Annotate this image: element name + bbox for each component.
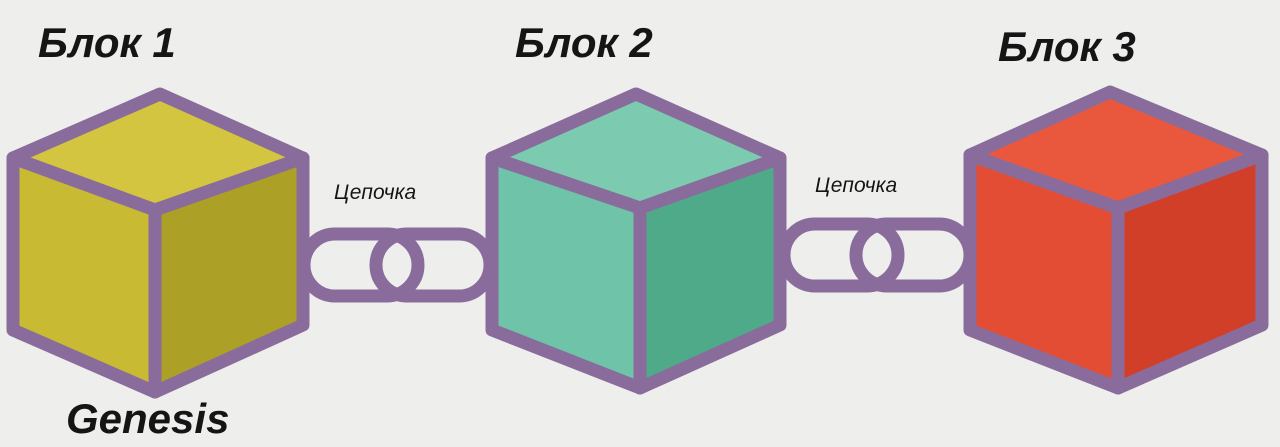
block-1-cube	[6, 87, 310, 399]
block-2-cube	[485, 87, 787, 395]
chain-link-2-right-ring	[849, 217, 977, 293]
chain-link-1-left-ring	[297, 227, 425, 303]
block-3-cube	[963, 85, 1269, 395]
chain-link-1	[297, 227, 497, 303]
block-3-title: Блок 3	[998, 23, 1136, 70]
chain-link-2	[777, 217, 977, 293]
chain-label-2: Цепочка	[815, 174, 898, 197]
chain-link-1-right-ring	[369, 227, 497, 303]
block-2-title: Блок 2	[515, 19, 653, 66]
block-1-title: Блок 1	[38, 19, 176, 66]
genesis-label: Genesis	[66, 395, 230, 442]
chain-link-2-left-ring	[777, 217, 905, 293]
chain-label-1: Цепочка	[334, 181, 417, 204]
